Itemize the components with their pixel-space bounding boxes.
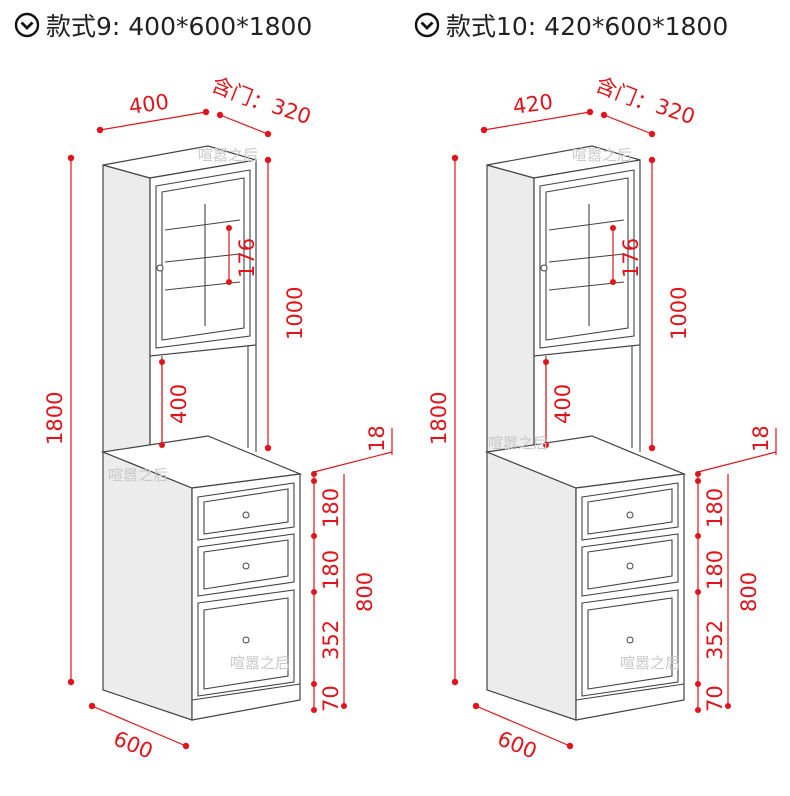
upper-height-dim: 1000 — [667, 287, 691, 340]
watermark: 喧嚣之后 — [572, 146, 632, 164]
panel-title-right: 款式10: 420*600*1800 — [414, 8, 728, 42]
watermark: 喧嚣之后 — [108, 466, 168, 484]
panel-title-left: 款式9: 400*600*1800 — [14, 8, 312, 42]
watermark: 喧嚣之后 — [488, 434, 548, 452]
drawer1-dim: 180 — [703, 488, 727, 528]
top-thickness-dim: 18 — [749, 425, 773, 452]
shelf-gap-dim: 176 — [235, 238, 259, 278]
watermark: 喧嚣之后 — [620, 654, 680, 672]
open-gap-dim: 400 — [551, 384, 575, 424]
top-thickness-dim: 18 — [365, 425, 389, 452]
base-height-dim: 800 — [737, 572, 761, 612]
title-text: 款式10: 420*600*1800 — [446, 12, 729, 41]
watermark: 喧嚣之后 — [198, 146, 258, 164]
drawer2-dim: 180 — [319, 550, 343, 590]
door-height-dim: 352 — [703, 620, 727, 660]
title-text: 款式9: 400*600*1800 — [46, 12, 313, 41]
open-gap-dim: 400 — [167, 384, 191, 424]
plinth-dim: 70 — [703, 685, 727, 712]
width-dim: 420 — [511, 90, 554, 119]
chevron-down-circle-icon — [414, 12, 440, 38]
drawer1-dim: 180 — [319, 488, 343, 528]
cabinet-right: 喧嚣之后 喧嚣之后 喧嚣之后 420 含门： 320 1800 1000 176… — [427, 72, 777, 764]
cabinet-left: 喧嚣之后 喧嚣之后 喧嚣之后 400 含门： 320 1800 1000 176… — [43, 72, 393, 764]
depth-dim: 600 — [494, 726, 540, 763]
drawer2-dim: 180 — [703, 550, 727, 590]
door-label: 含门： — [592, 72, 659, 118]
total-height-dim: 1800 — [43, 392, 67, 445]
plinth-dim: 70 — [319, 685, 343, 712]
upper-height-dim: 1000 — [283, 287, 307, 340]
depth-top-dim: 320 — [268, 94, 314, 129]
door-height-dim: 352 — [319, 620, 343, 660]
width-dim: 400 — [127, 90, 170, 119]
depth-dim: 600 — [110, 726, 156, 763]
total-height-dim: 1800 — [427, 392, 451, 445]
depth-top-dim: 320 — [652, 94, 698, 129]
door-label: 含门： — [208, 72, 275, 118]
shelf-gap-dim: 176 — [619, 238, 643, 278]
watermark: 喧嚣之后 — [230, 654, 290, 672]
chevron-down-circle-icon — [14, 12, 40, 38]
base-height-dim: 800 — [353, 572, 377, 612]
